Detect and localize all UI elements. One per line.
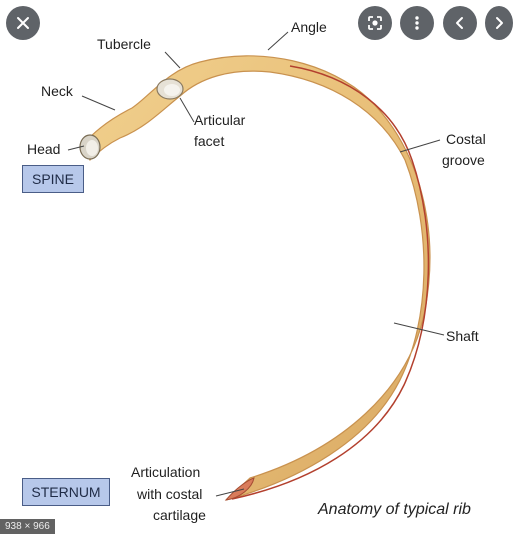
more-options-button[interactable] <box>400 6 434 40</box>
leader-tubercle <box>164 51 181 69</box>
tubercle-facet-highlight <box>164 84 180 96</box>
label-shaft: Shaft <box>446 328 479 344</box>
label-articular-facet-line2: facet <box>194 133 225 149</box>
previous-image-button[interactable] <box>443 6 477 40</box>
label-head: Head <box>27 141 61 157</box>
leader-head <box>67 145 85 151</box>
label-articulation-line3: cartilage <box>153 507 206 523</box>
label-angle: Angle <box>291 19 327 35</box>
rib-body <box>81 55 431 501</box>
close-icon <box>17 17 29 29</box>
leader-neck <box>81 95 116 111</box>
label-costal-groove-line2: groove <box>442 152 485 168</box>
next-image-button[interactable] <box>485 6 513 40</box>
label-costal-groove-line1: Costal <box>446 131 486 147</box>
leader-articulation <box>215 488 245 497</box>
chevron-right-icon <box>496 17 503 29</box>
image-dimensions-badge: 938 × 966 <box>0 519 55 534</box>
label-articular-facet-line1: Articular <box>194 112 246 128</box>
leader-articular-facet <box>179 97 195 123</box>
lens-search-icon <box>368 16 382 30</box>
chevron-left-icon <box>456 17 463 29</box>
lens-search-button[interactable] <box>358 6 392 40</box>
sternal-end <box>224 477 255 501</box>
label-tubercle: Tubercle <box>97 36 151 52</box>
label-articulation-line2: with costal <box>137 486 203 502</box>
leader-costal-groove <box>399 139 441 153</box>
diagram-caption: Anatomy of typical rib <box>318 501 471 518</box>
leader-lines <box>67 31 445 497</box>
more-vert-icon <box>415 16 419 30</box>
head-facet-highlight <box>86 140 98 156</box>
label-articulation-line1: Articulation <box>131 464 201 480</box>
sternum-box: STERNUM <box>22 478 110 506</box>
label-neck: Neck <box>41 83 73 99</box>
leader-angle <box>267 31 289 51</box>
spine-box: SPINE <box>22 165 84 193</box>
leader-shaft <box>393 322 445 336</box>
costal-groove-line <box>231 65 430 500</box>
close-button[interactable] <box>6 6 40 40</box>
